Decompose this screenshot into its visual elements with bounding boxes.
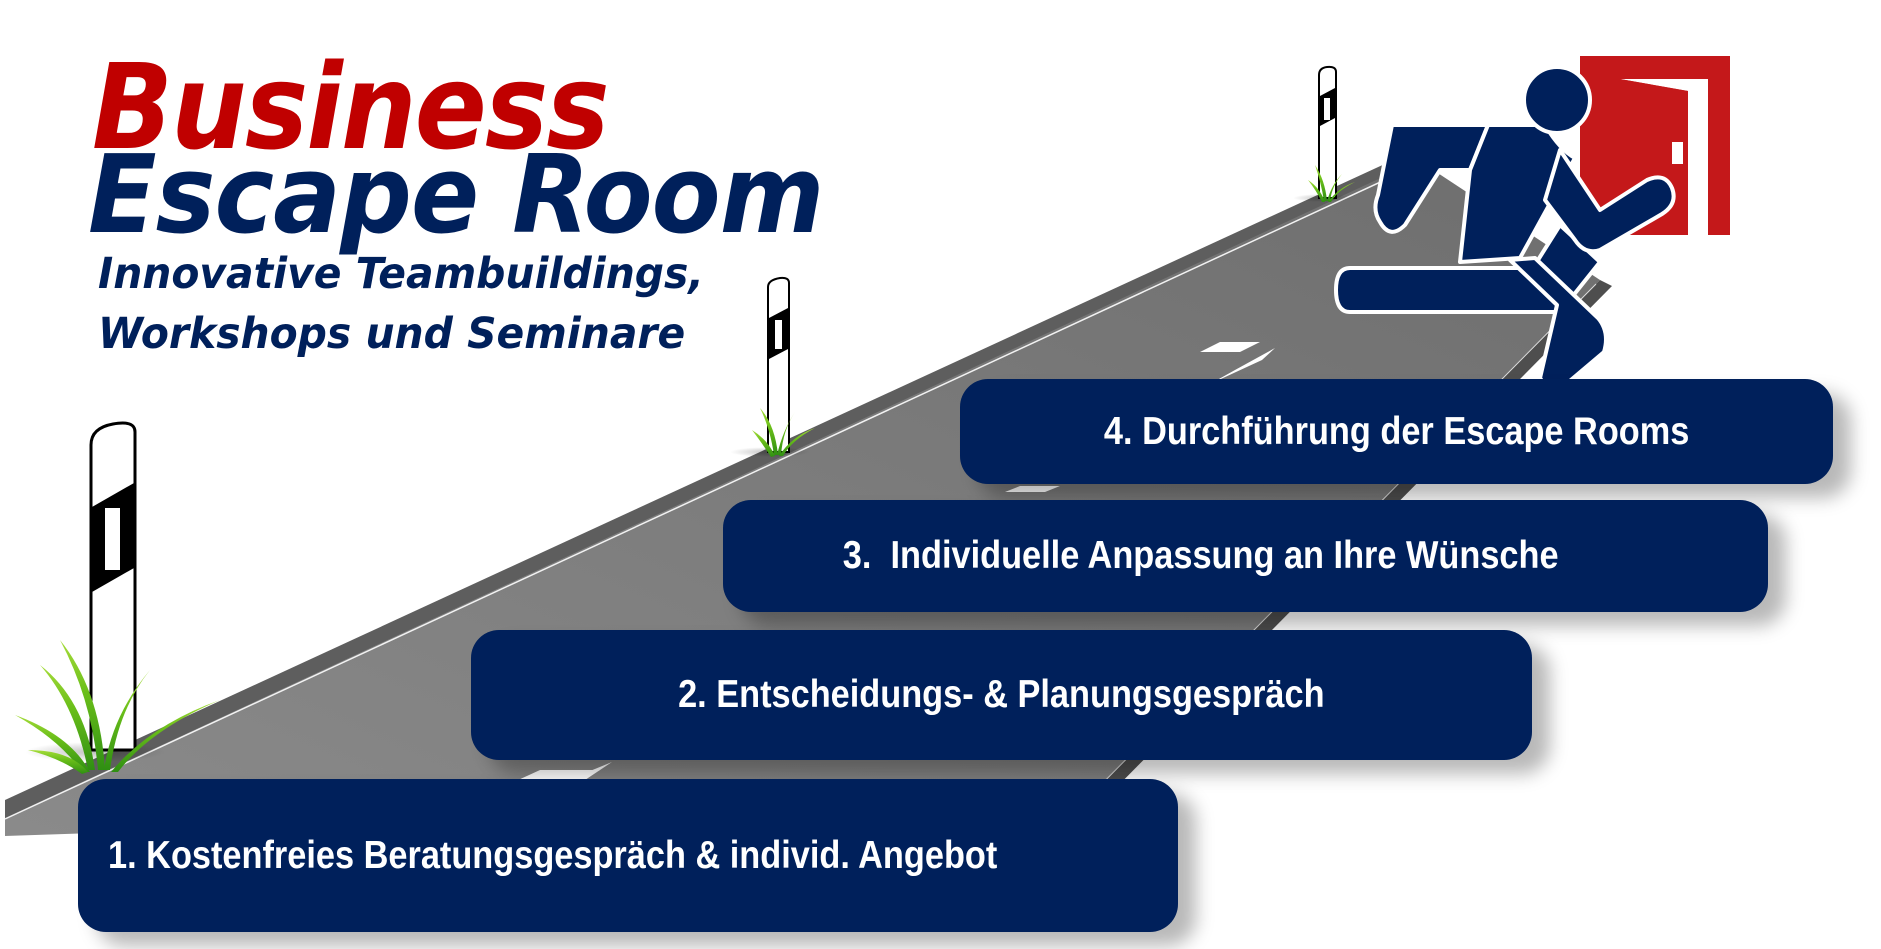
step-4-box: 4. Durchführung der Escape Rooms <box>960 379 1833 484</box>
step-1-label: 1. Kostenfreies Beratungsgespräch & indi… <box>108 833 998 877</box>
step-1-box: 1. Kostenfreies Beratungsgespräch & indi… <box>78 779 1178 932</box>
step-4-label: 4. Durchführung der Escape Rooms <box>1103 409 1690 453</box>
subtitle-line-2: Workshops und Seminare <box>98 309 686 359</box>
grass-icon <box>15 640 220 774</box>
delineator-post-icon <box>730 276 810 457</box>
grass-icon <box>752 408 815 457</box>
subtitle-line-1: Innovative Teambuildings, <box>98 249 704 299</box>
step-3-label: 3. Individuelle Anpassung an Ihre Wünsch… <box>842 534 1559 577</box>
title-escape-room: Escape Room <box>88 133 824 258</box>
grass-icon <box>1308 165 1355 202</box>
step-2-box: 2. Entscheidungs- & Planungsgespräch <box>471 630 1532 760</box>
running-man-icon <box>1334 65 1676 390</box>
step-3-box: 3. Individuelle Anpassung an Ihre Wünsch… <box>723 500 1768 612</box>
title-business: Business <box>92 38 610 176</box>
step-2-label: 2. Entscheidungs- & Planungsgespräch <box>678 673 1325 716</box>
